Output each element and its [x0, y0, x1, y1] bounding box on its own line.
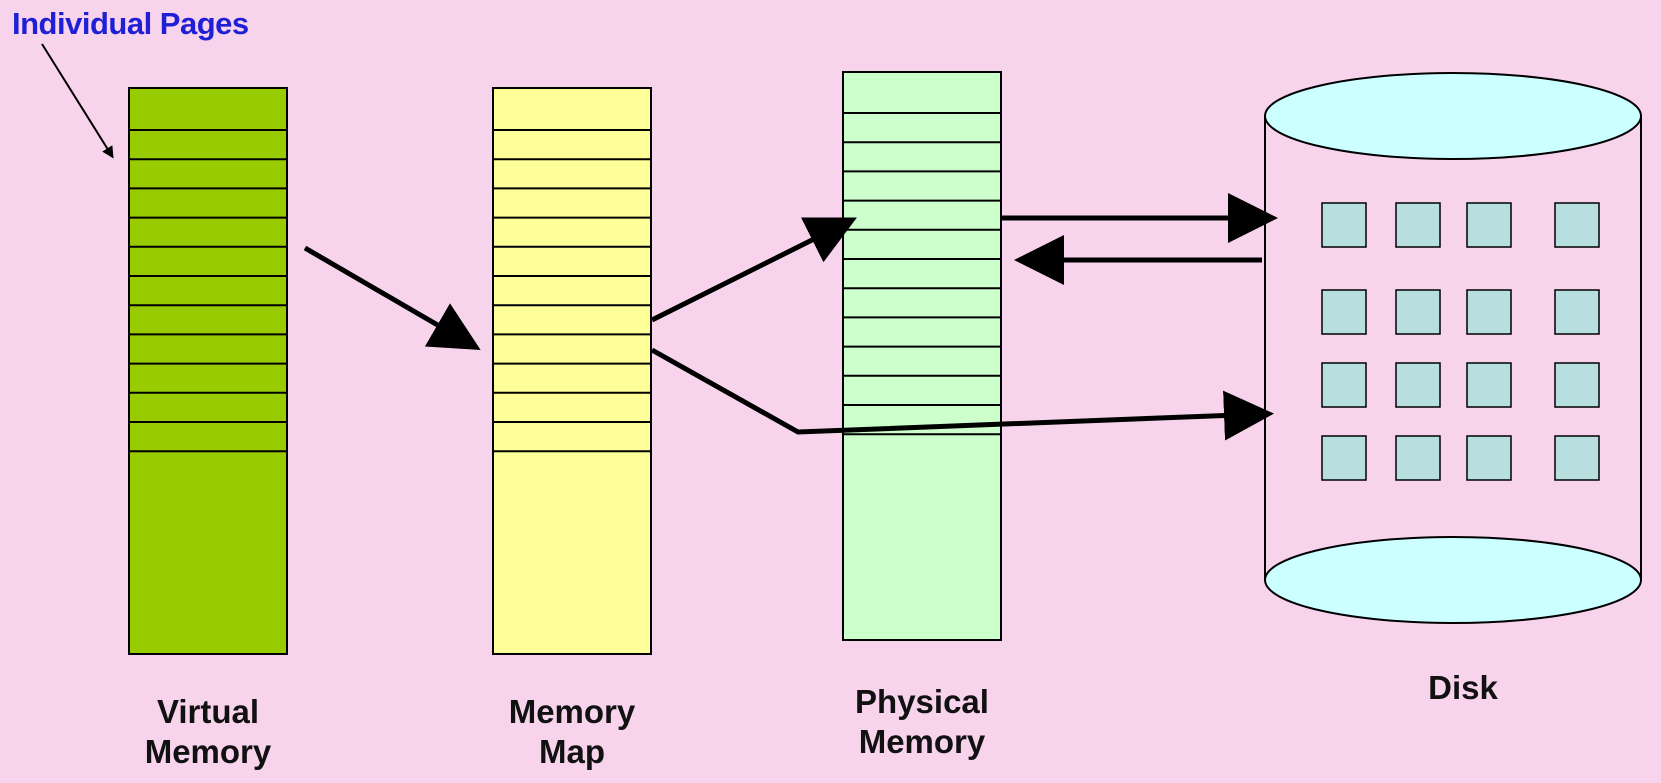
disk-data-block: [1321, 202, 1367, 248]
disk-data-block: [1395, 202, 1441, 248]
memory-map-label-line2: Map: [539, 733, 605, 770]
physical-memory-block: [842, 71, 1002, 641]
disk-data-block: [1554, 362, 1600, 408]
disk-top-ellipse: [1264, 72, 1642, 160]
virtual-memory-page-dividers: [129, 129, 287, 453]
individual-pages-pointer: [41, 43, 114, 159]
disk-data-block: [1395, 289, 1441, 335]
individual-pages-label: Individual Pages: [12, 6, 249, 41]
disk-data-block: [1395, 362, 1441, 408]
memory-map-column: [492, 87, 652, 655]
physical-memory-label-line1: Physical: [855, 683, 989, 720]
memory-map-block: [492, 87, 652, 655]
virtual-memory-label-line2: Memory: [144, 733, 272, 770]
disk-data-block: [1554, 435, 1600, 481]
disk-data-block: [1466, 202, 1512, 248]
virtual-memory-label-line1: Virtual: [156, 693, 260, 730]
memory-map-label: Memory Map: [472, 692, 672, 772]
disk-cylinder: [1264, 72, 1642, 624]
virtual-memory-label: Virtual Memory: [118, 692, 298, 772]
memory-map-page-dividers: [493, 129, 651, 453]
disk-label: Disk: [1383, 668, 1543, 708]
disk-data-block: [1321, 289, 1367, 335]
disk-bottom-ellipse: [1264, 536, 1642, 624]
disk-data-block: [1554, 202, 1600, 248]
physical-memory-page-dividers: [843, 112, 1001, 436]
disk-body: [1265, 116, 1641, 580]
disk-data-block: [1466, 362, 1512, 408]
virtual-memory-block: [128, 87, 288, 655]
physical-memory-label: Physical Memory: [822, 682, 1022, 762]
disk-data-block: [1395, 435, 1441, 481]
physical-memory-column: [842, 71, 1002, 641]
disk-blocks: [1321, 202, 1600, 481]
virtual-to-map-arrow: [303, 245, 481, 351]
disk-data-block: [1554, 289, 1600, 335]
disk-label-text: Disk: [1428, 669, 1498, 706]
disk-data-block: [1466, 435, 1512, 481]
map-to-disk-arrow: [650, 347, 1274, 441]
physical-memory-label-line2: Memory: [858, 723, 986, 760]
map-to-physical-arrow: [650, 217, 857, 323]
memory-map-label-line1: Memory: [508, 693, 636, 730]
virtual-memory-column: [128, 87, 288, 655]
disk-data-block: [1321, 362, 1367, 408]
arrows: [41, 43, 1278, 441]
disk-data-block: [1466, 289, 1512, 335]
disk-data-block: [1321, 435, 1367, 481]
